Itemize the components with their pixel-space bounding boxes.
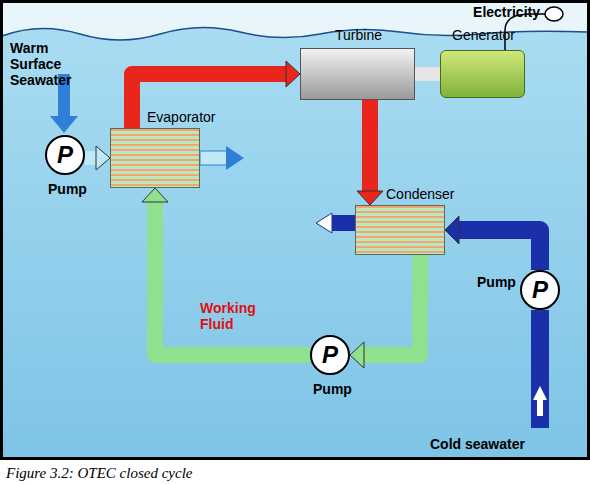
pipe — [142, 188, 310, 355]
pipe — [357, 100, 383, 205]
inflow-label: Cold seawater — [430, 436, 525, 452]
inflow-label: Warm Surface Seawater — [10, 40, 88, 88]
fluid-label: Working Fluid — [200, 300, 270, 332]
arrow-head — [142, 188, 168, 202]
pump-symbol: P — [522, 277, 558, 303]
cold-outflow-head — [316, 213, 332, 233]
pump-circle: PPump — [45, 135, 85, 175]
pipe-line — [155, 200, 310, 355]
warm-outflow — [200, 151, 228, 165]
pump-symbol: P — [312, 342, 348, 368]
condenser-box: Condenser — [355, 205, 445, 255]
generator-box: Generator — [440, 50, 525, 98]
sea — [2, 27, 588, 458]
pipe — [350, 255, 420, 368]
arrow-head — [286, 61, 300, 87]
part-name: Pump — [477, 274, 516, 290]
pipe — [85, 146, 110, 170]
part-name: Condenser — [386, 186, 455, 202]
pump-symbol: P — [47, 142, 83, 168]
arrow-head — [445, 216, 459, 244]
sky — [0, 0, 590, 460]
electricity-label: Electricity — [470, 4, 540, 20]
warm-inflow-head — [50, 116, 78, 133]
cold-intake-arrow — [533, 386, 547, 400]
pipe-line — [362, 100, 378, 193]
pipe-line — [362, 255, 420, 355]
pipe-line — [415, 67, 440, 81]
turbine-shaft — [415, 74, 440, 75]
cold-intake-pipe — [531, 310, 549, 428]
part-name: Evaporator — [147, 109, 215, 125]
pipe-line — [457, 230, 540, 270]
pump-circle: PPump — [520, 270, 560, 310]
turbine-box: Turbine — [300, 48, 415, 100]
part-name: Turbine — [335, 27, 382, 43]
arrow-head — [357, 191, 383, 205]
cold-intake-arrow-tail — [537, 400, 543, 416]
arrow-head — [96, 146, 110, 170]
part-name: Pump — [48, 181, 87, 197]
pipe-line — [132, 74, 288, 128]
part-name: Pump — [313, 381, 352, 397]
evaporator-box: Evaporator — [110, 128, 200, 188]
pipe — [132, 61, 300, 128]
warm-outflow-head — [226, 146, 244, 170]
frame — [2, 2, 589, 459]
part-name: Generator — [452, 27, 515, 43]
power-outlet — [545, 7, 563, 21]
cold-outflow — [330, 215, 355, 231]
pipe — [445, 216, 540, 270]
pump-circle: PPump — [310, 335, 350, 375]
arrow-head — [350, 342, 364, 368]
figure-caption: Figure 3.2: OTEC closed cycle — [6, 464, 192, 482]
